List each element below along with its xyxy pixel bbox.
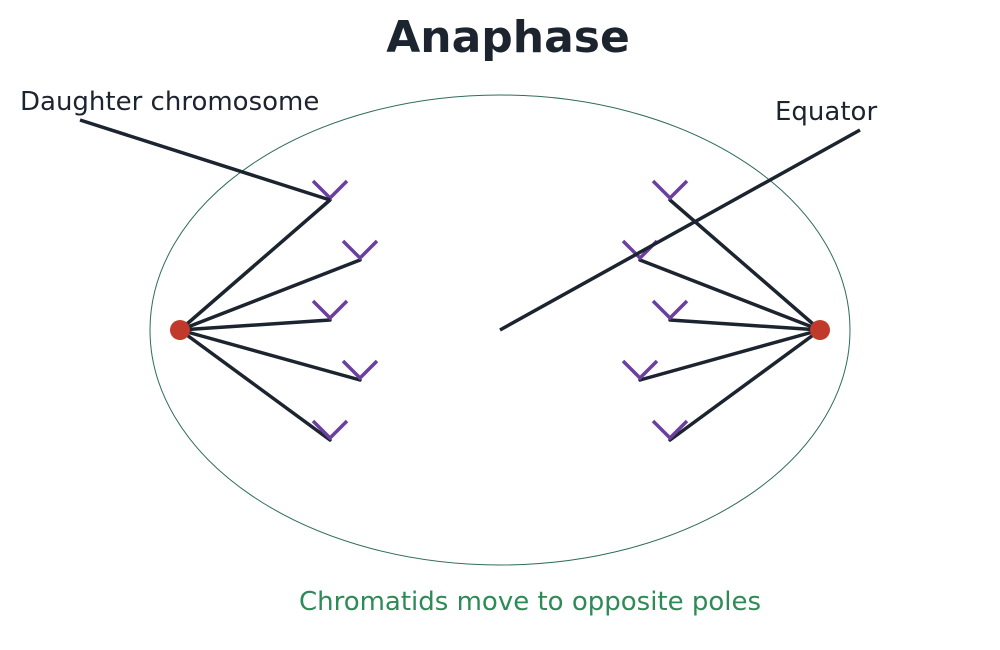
left-spindle-fibers <box>178 198 362 442</box>
cell-outline <box>149 94 851 566</box>
daughter-chromosome <box>651 419 689 441</box>
daughter-chromosome <box>341 239 379 261</box>
equator-label: Equator <box>775 97 877 127</box>
left-daughter-chromosomes <box>311 179 379 441</box>
diagram-caption: Chromatids move to opposite poles <box>299 587 761 617</box>
spindle-fiber <box>178 328 362 382</box>
diagram-title: Anaphase <box>386 12 630 63</box>
daughter-chromosome <box>621 239 659 261</box>
daughter-chromosome <box>311 299 349 321</box>
left-centriole-icon <box>170 320 190 340</box>
daughter-chromosome <box>311 179 349 201</box>
spindle-fiber <box>178 258 362 332</box>
daughter-chromosome <box>621 359 659 381</box>
spindle-fiber <box>638 258 822 332</box>
spindle-fiber <box>668 328 822 442</box>
spindle-fiber <box>178 198 332 332</box>
spindle-fiber <box>668 198 822 332</box>
spindle-fiber <box>178 318 332 332</box>
right-daughter-chromosomes <box>621 179 689 441</box>
right-centriole-icon <box>810 320 830 340</box>
daughter-chromosome <box>311 419 349 441</box>
equator-leader-line <box>499 128 861 332</box>
daughter-chromosome-label: Daughter chromosome <box>20 87 319 117</box>
daughter-chromosome <box>651 179 689 201</box>
spindle-fiber <box>638 328 822 382</box>
daughter-chromosome <box>651 299 689 321</box>
daughter-chromosome <box>341 359 379 381</box>
daughter-chromosome-leader-line <box>79 118 331 202</box>
spindle-fiber <box>668 318 822 332</box>
spindle-fiber <box>178 328 332 442</box>
